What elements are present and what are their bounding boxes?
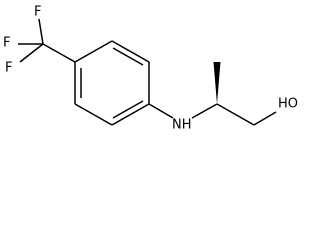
trifluoromethyl-group — [18, 18, 76, 63]
atom-labels: F F F NH HO — [3, 5, 298, 133]
ring-bond-1 — [74, 40, 113, 63]
bond-cf3-c-to-f-top — [38, 18, 44, 45]
ring-bond-2 — [111, 40, 150, 63]
ring-bond-4 — [111, 103, 150, 126]
ring-bond-5 — [74, 103, 113, 126]
atom-nh: NH — [172, 118, 192, 133]
bond-ring-to-n — [148, 103, 174, 119]
structure-canvas: F F F NH HO — [3, 5, 298, 133]
atom-f-left: F — [3, 36, 10, 51]
ring-inner-double-1 — [112, 47, 144, 66]
atom-ho: HO — [278, 97, 298, 112]
benzene-ring — [74, 40, 150, 126]
wedge-bond-to-methyl — [213, 62, 221, 104]
atom-f-top: F — [34, 5, 41, 20]
bond-n-to-chiral-c — [191, 103, 218, 119]
bond-ch2-to-o — [253, 111, 277, 126]
molecule-diagram: F F F NH HO — [3, 5, 298, 133]
bond-chiral-c-to-ch2 — [216, 103, 255, 126]
bond-cf3-c-to-ring — [42, 43, 76, 63]
ring-inner-double-2 — [112, 100, 144, 119]
amino-propanol-chain — [148, 62, 277, 126]
bond-cf3-c-to-f-bottom — [19, 43, 44, 63]
atom-f-bottom: F — [5, 61, 12, 76]
